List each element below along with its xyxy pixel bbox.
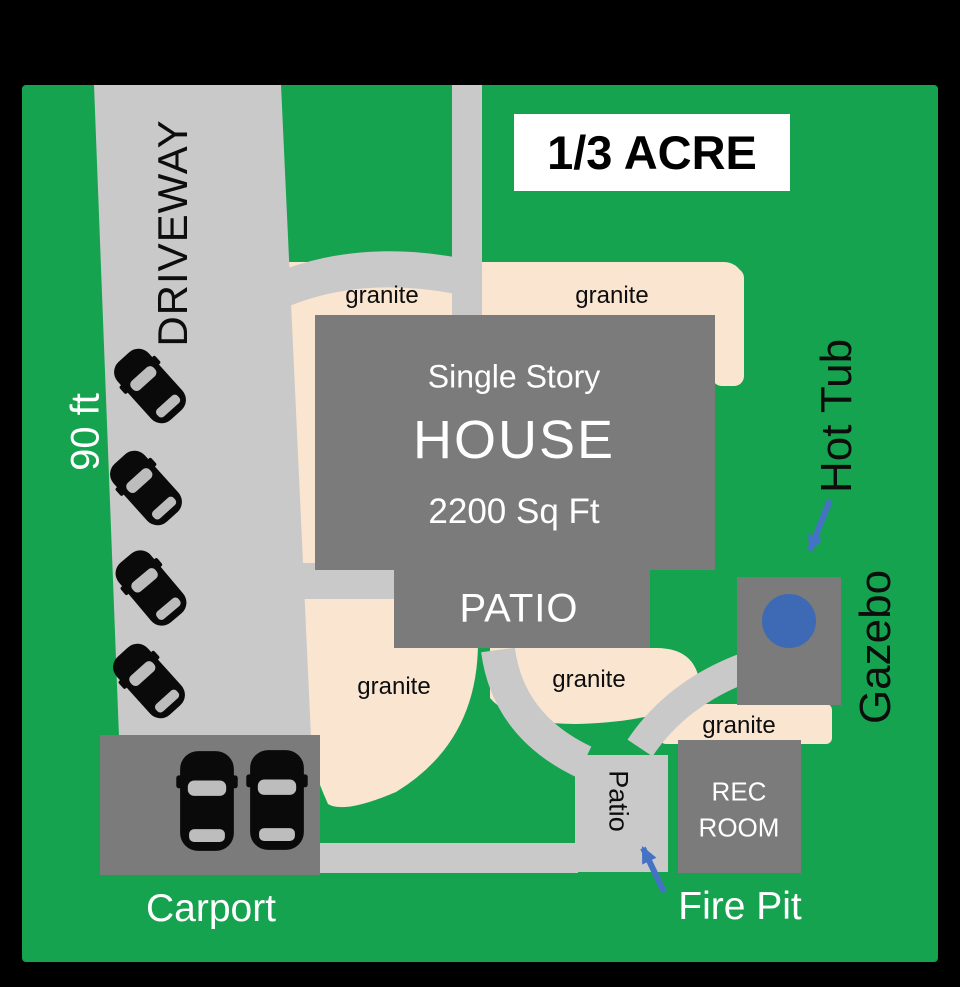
granite-right-flank <box>712 268 744 386</box>
car-icon <box>246 750 308 850</box>
house-story-label: Single Story <box>427 358 601 395</box>
rec-room-label-line2: ROOM <box>698 813 780 843</box>
rec-room-building <box>678 740 801 873</box>
carport-label: Carport <box>145 887 277 930</box>
fire-pit-arrow <box>640 845 667 894</box>
granite-label-back-right: granite <box>552 666 626 693</box>
granite-label-front-left: granite <box>345 282 419 309</box>
patio-label: PATIO <box>459 586 579 631</box>
front-curved-path <box>226 251 462 330</box>
driveway-surface <box>94 85 311 737</box>
granite-label-front-right: granite <box>575 282 649 309</box>
backyard-walkway <box>318 843 578 873</box>
rec-room-label: REC ROOM <box>699 774 780 847</box>
patio-structure <box>394 568 650 648</box>
small-patio-label: Patio <box>603 770 634 832</box>
granite-label-back-left: granite <box>357 673 431 700</box>
front-walkway <box>452 85 482 330</box>
house-building <box>315 315 715 570</box>
driveway-length-label: 90 ft <box>63 393 108 471</box>
driveway-label: DRIVEWAY <box>149 119 196 347</box>
patio-firepit-path <box>481 647 592 778</box>
hot-tub-arrow <box>807 498 833 553</box>
acre-label: 1/3 ACRE <box>547 126 757 179</box>
rec-room-label-line1: REC <box>711 776 767 807</box>
house-name-label: HOUSE <box>412 410 616 470</box>
house-size-label: 2200 Sq Ft <box>428 492 600 531</box>
granite-backyard-right <box>490 648 701 724</box>
acre-box: 1/3 ACRE <box>514 114 790 191</box>
granite-label-gazebo: granite <box>702 712 776 739</box>
hot-tub-circle <box>762 594 816 648</box>
gazebo-label: Gazebo <box>851 569 900 725</box>
car-icon <box>176 751 238 851</box>
granite-gazebo-strip <box>660 704 832 744</box>
gazebo-path <box>627 653 750 757</box>
fire-pit-label: Fire Pit <box>678 885 802 928</box>
hot-tub-label: Hot Tub <box>812 338 861 494</box>
